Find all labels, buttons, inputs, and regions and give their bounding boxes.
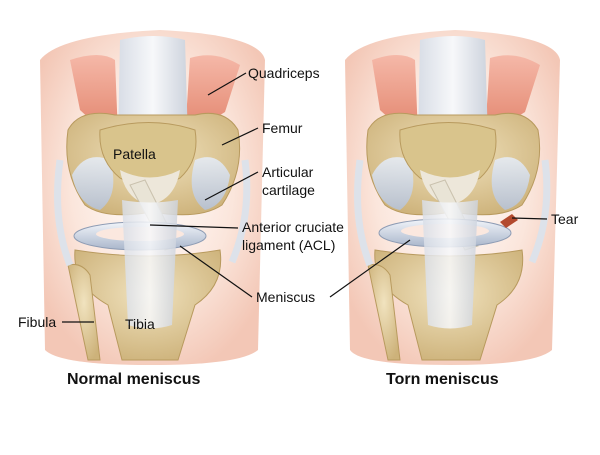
right-knee	[345, 30, 560, 365]
label-fibula: Fibula	[18, 314, 57, 330]
label-femur: Femur	[262, 120, 303, 136]
label-acl-2: ligament (ACL)	[242, 237, 336, 253]
leader-tear	[511, 217, 548, 220]
caption-normal-meniscus: Normal meniscus	[67, 371, 201, 388]
leader-quadriceps	[207, 72, 247, 96]
label-articular-cartilage-2: cartilage	[262, 182, 315, 198]
caption-torn-meniscus: Torn meniscus	[386, 371, 499, 388]
label-acl-1: Anterior cruciate	[242, 219, 344, 235]
leader-acl	[149, 224, 239, 229]
label-patella: Patella	[113, 146, 156, 162]
leader-cartilage	[204, 171, 259, 201]
label-meniscus: Meniscus	[256, 289, 316, 305]
leader-femur	[221, 127, 259, 146]
leader-meniscus-right	[329, 239, 411, 298]
label-tear: Tear	[551, 211, 579, 227]
leader-meniscus-left	[179, 245, 253, 298]
label-quadriceps: Quadriceps	[248, 65, 320, 81]
label-articular-cartilage-1: Articular	[262, 164, 314, 180]
left-knee	[40, 30, 265, 365]
leader-lines	[62, 72, 548, 323]
label-tibia: Tibia	[125, 316, 155, 332]
